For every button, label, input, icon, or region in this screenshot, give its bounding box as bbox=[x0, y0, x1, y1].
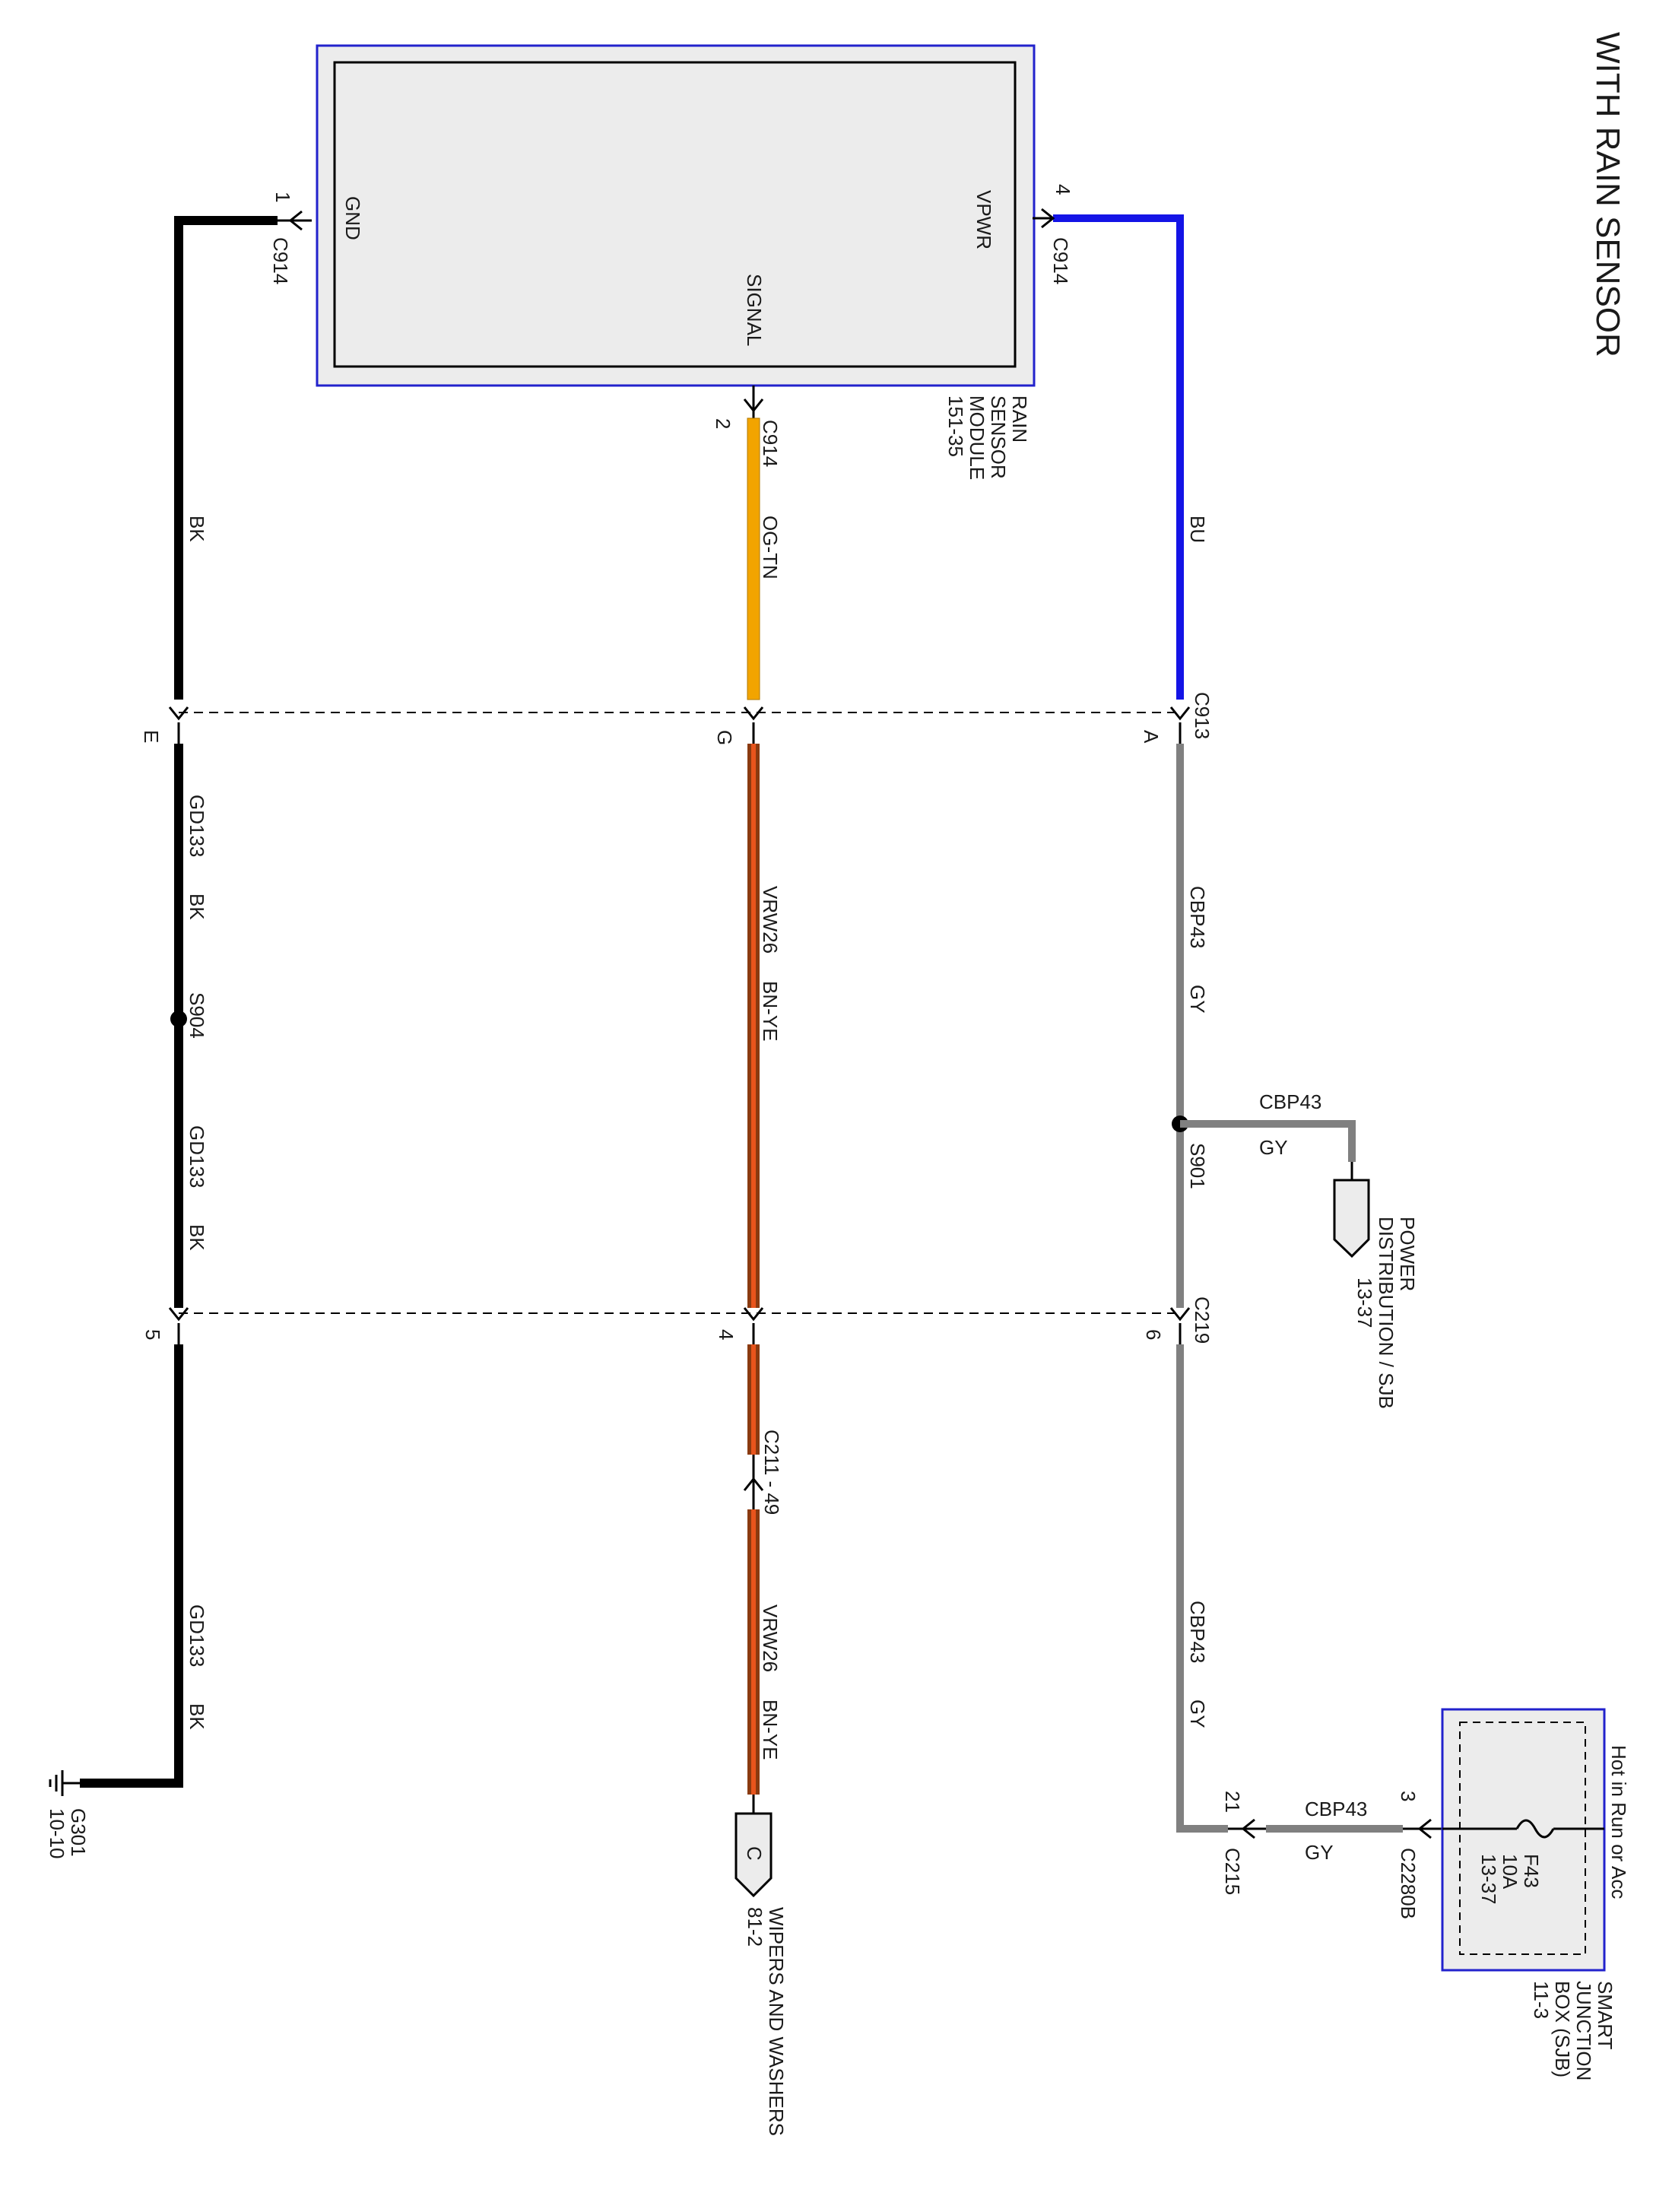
wire-bk-mid: GD133 BK S904 GD133 BK bbox=[170, 722, 208, 1308]
wire-og-tn-color: OG-TN bbox=[759, 516, 782, 579]
wire-cbp43-lower: CBP43 bbox=[1186, 1601, 1209, 1663]
module-name-line-4: 151-35 bbox=[944, 395, 967, 457]
fuse-icon bbox=[1515, 1819, 1555, 1839]
wire-bk-top: 1 C914 BK bbox=[174, 192, 312, 700]
sjb-wire-cbp43: CBP43 bbox=[1305, 1798, 1367, 1820]
c219-label: C219 bbox=[1191, 1296, 1214, 1344]
power-distribution-arrow bbox=[1333, 1179, 1370, 1258]
wire-bk-lower: BK bbox=[186, 1224, 208, 1251]
branch-gy: GY bbox=[1259, 1136, 1288, 1159]
sjb-wire-gy: GY bbox=[1305, 1841, 1334, 1864]
branch-cbp43: CBP43 bbox=[1259, 1090, 1321, 1113]
module-pin-signal-label: SIGNAL bbox=[743, 274, 766, 346]
power-distribution-line-3: 13-37 bbox=[1353, 1277, 1376, 1328]
c2280b-pin-3: 3 bbox=[1397, 1791, 1420, 1801]
wire-og-tn: 2 C914 OG-TN bbox=[712, 386, 782, 700]
ground-name: G301 bbox=[67, 1808, 90, 1857]
splice-s904-dot bbox=[170, 1011, 187, 1027]
pin-2-c914: 2 bbox=[712, 418, 734, 429]
pin-1-c914: 1 bbox=[271, 192, 294, 202]
wire-bk-bottom: BK bbox=[186, 1703, 208, 1730]
c219-pin-6: 6 bbox=[1142, 1329, 1165, 1340]
c219-pin-5: 5 bbox=[141, 1329, 164, 1340]
fuse-line-1: F43 bbox=[1520, 1854, 1543, 1888]
wire-cbp43-mid: CBP43 bbox=[1186, 886, 1209, 948]
ground-ref: 10-10 bbox=[46, 1808, 68, 1859]
power-distribution-line-2: DISTRIBUTION / SJB bbox=[1375, 1217, 1398, 1409]
sjb-hot-label: Hot in Run or Acc bbox=[1607, 1745, 1630, 1899]
c914-label-signal: C914 bbox=[759, 420, 782, 467]
c914-label-gnd: C914 bbox=[269, 237, 292, 284]
wipers-line-2: 81-2 bbox=[744, 1907, 766, 1947]
pin-4-c914: 4 bbox=[1052, 184, 1074, 195]
wire-bk-color-top: BK bbox=[186, 516, 208, 542]
wire-gy-mid: CBP43 GY S901 CBP43 GY POWER DISTRIBUTIO… bbox=[1172, 722, 1419, 1409]
wire-gd133-upper: GD133 bbox=[186, 795, 208, 857]
wire-gy-lower: CBP43 GY 21 C215 CBP43 GY 3 C2280B bbox=[1176, 1323, 1442, 1919]
module-pin-gnd-label: GND bbox=[341, 196, 364, 240]
module-name-line-1: RAIN bbox=[1008, 395, 1031, 443]
c914-label-vpwr: C914 bbox=[1049, 237, 1072, 284]
wire-gy-lower-color: GY bbox=[1186, 1699, 1209, 1728]
wire-gy-mid-color: GY bbox=[1186, 985, 1209, 1014]
sjb-name-line-1: SMART bbox=[1594, 1981, 1616, 2050]
wipers-arrow bbox=[734, 1812, 773, 1898]
wipers-letter: C bbox=[743, 1846, 766, 1861]
c215-pin-21: 21 bbox=[1221, 1791, 1244, 1813]
sjb-name-line-3: BOX (SJB) bbox=[1551, 1981, 1574, 2077]
c2280b-label: C2280B bbox=[1397, 1848, 1420, 1919]
wipers-line-1: WIPERS AND WASHERS bbox=[765, 1907, 788, 2136]
connector-c913: C913 A G E bbox=[140, 692, 1214, 745]
c913-label: C913 bbox=[1191, 692, 1214, 739]
fuse-line-2: 10A bbox=[1499, 1854, 1521, 1890]
wire-bu-color: BU bbox=[1186, 516, 1209, 543]
c913-pin-g: G bbox=[713, 730, 736, 745]
wire-bn-ye-lower: C211 - 49 VRW26 BN-YE C WIPERS AND WASHE… bbox=[734, 1323, 788, 2136]
wire-vrw26-lower: VRW26 bbox=[759, 1604, 782, 1672]
wire-bk-upper: BK bbox=[186, 893, 208, 920]
splice-s901: S901 bbox=[1186, 1143, 1209, 1189]
module-name-line-2: SENSOR bbox=[987, 395, 1010, 479]
c211-label: C211 - 49 bbox=[760, 1430, 783, 1515]
c913-pin-a: A bbox=[1140, 730, 1163, 744]
c219-pin-4: 4 bbox=[715, 1329, 738, 1340]
c913-pin-e: E bbox=[140, 730, 163, 743]
wire-bk-lower: GD133 BK G301 10-10 bbox=[46, 1323, 208, 1859]
wire-bu: 4 C914 BU bbox=[1033, 184, 1209, 700]
rain-sensor-module: GND SIGNAL VPWR RAIN SENSOR MODULE 151-3… bbox=[316, 44, 1036, 480]
wire-bn-ye-lower-color: BN-YE bbox=[759, 1699, 782, 1760]
module-name-line-3: MODULE bbox=[966, 395, 988, 480]
connector-c219: C219 6 4 5 bbox=[141, 1296, 1214, 1344]
splice-s904: S904 bbox=[186, 992, 208, 1039]
wire-bn-ye-mid: VRW26 BN-YE bbox=[747, 722, 782, 1308]
c215-label: C215 bbox=[1221, 1848, 1244, 1895]
sjb-name-line-4: 11-3 bbox=[1530, 1981, 1553, 2019]
sjb-name-line-2: JUNCTION bbox=[1572, 1981, 1595, 2080]
wire-gd133-bottom: GD133 bbox=[186, 1604, 208, 1667]
wire-vrw26-mid: VRW26 bbox=[759, 886, 782, 954]
module-pin-vpwr-label: VPWR bbox=[972, 190, 995, 249]
fuse-line-3: 13-37 bbox=[1477, 1854, 1500, 1905]
wire-gd133-lower: GD133 bbox=[186, 1125, 208, 1188]
wire-bn-ye-mid-color: BN-YE bbox=[759, 981, 782, 1041]
power-distribution-line-1: POWER bbox=[1396, 1217, 1419, 1291]
smart-junction-box: F43 10A 13-37 Hot in Run or Acc SMART JU… bbox=[1441, 1708, 1630, 2080]
diagram-title: WITH RAIN SENSOR bbox=[1589, 32, 1626, 357]
